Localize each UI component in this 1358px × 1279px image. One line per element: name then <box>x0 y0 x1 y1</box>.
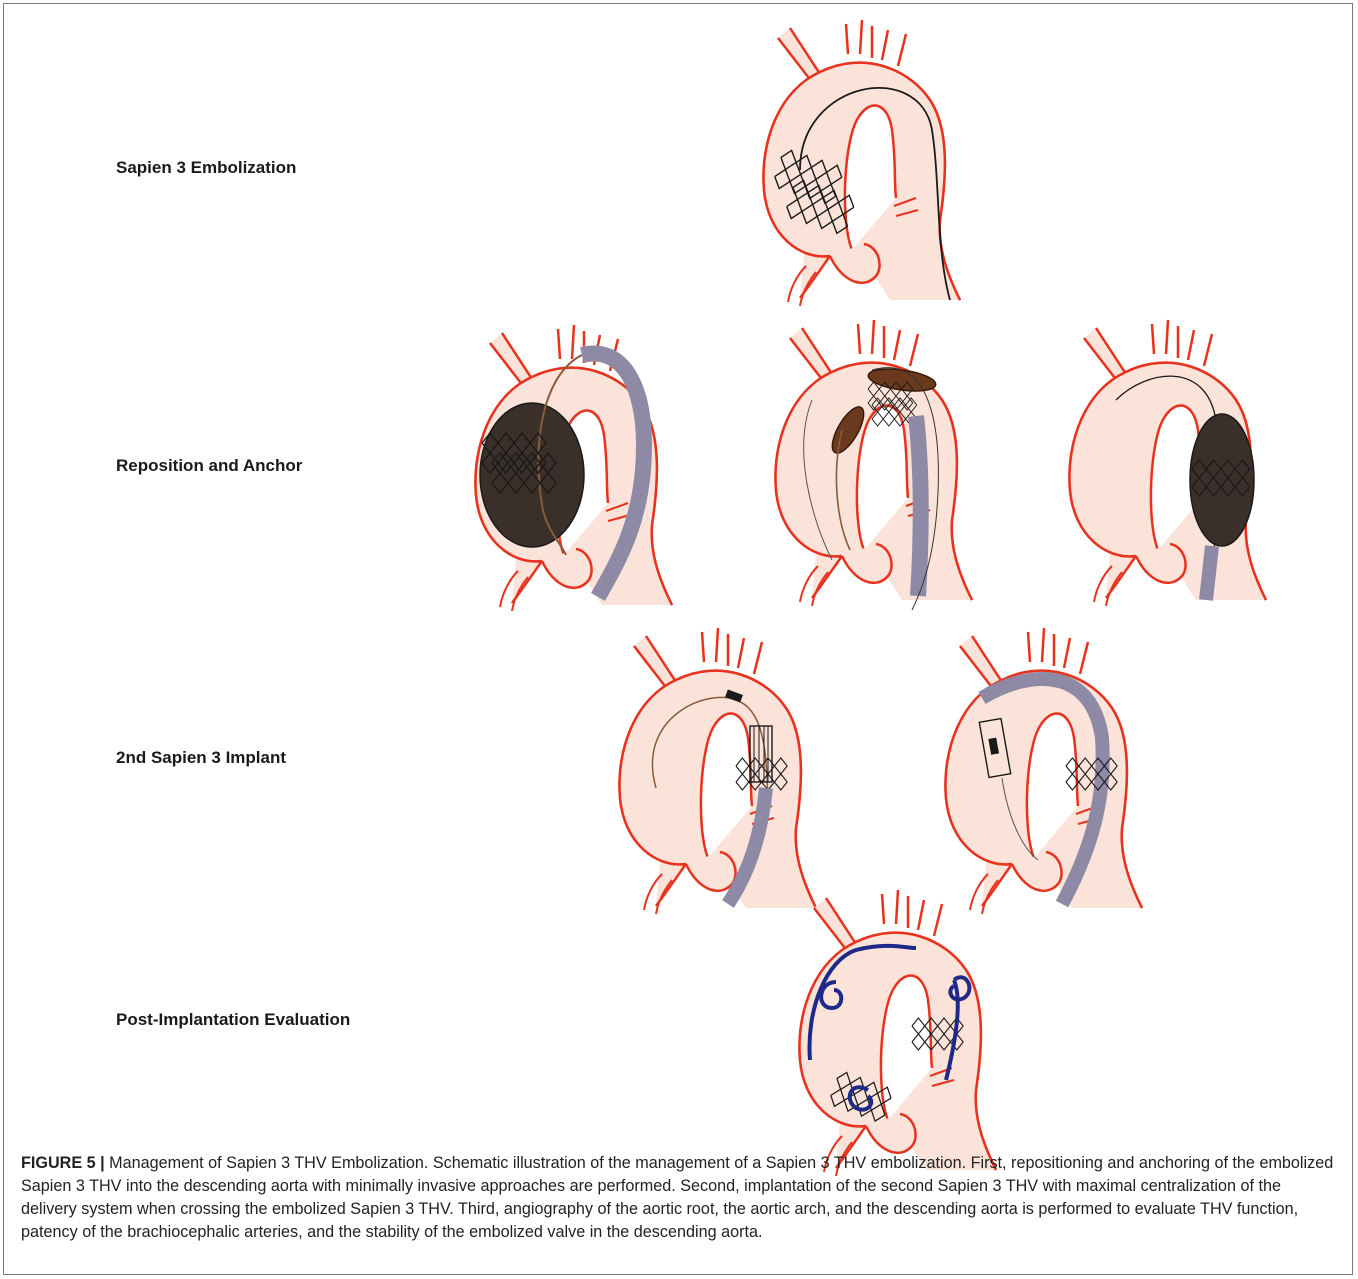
balloon-shape <box>480 403 584 547</box>
reposition-diagram-anchor <box>1069 320 1266 606</box>
second-implant-diagram-positioned <box>945 628 1142 914</box>
caption-prefix: FIGURE 5 | <box>21 1154 105 1172</box>
second-implant-diagram-crossing <box>619 628 816 914</box>
embolization-diagram <box>763 20 960 306</box>
reposition-diagram-balloon <box>475 325 672 611</box>
post-implant-diagram <box>799 890 996 1176</box>
reposition-diagram-snare <box>775 320 972 610</box>
figure-caption: FIGURE 5 | Management of Sapien 3 THV Em… <box>21 1152 1339 1244</box>
caption-text: Management of Sapien 3 THV Embolization.… <box>21 1154 1333 1241</box>
